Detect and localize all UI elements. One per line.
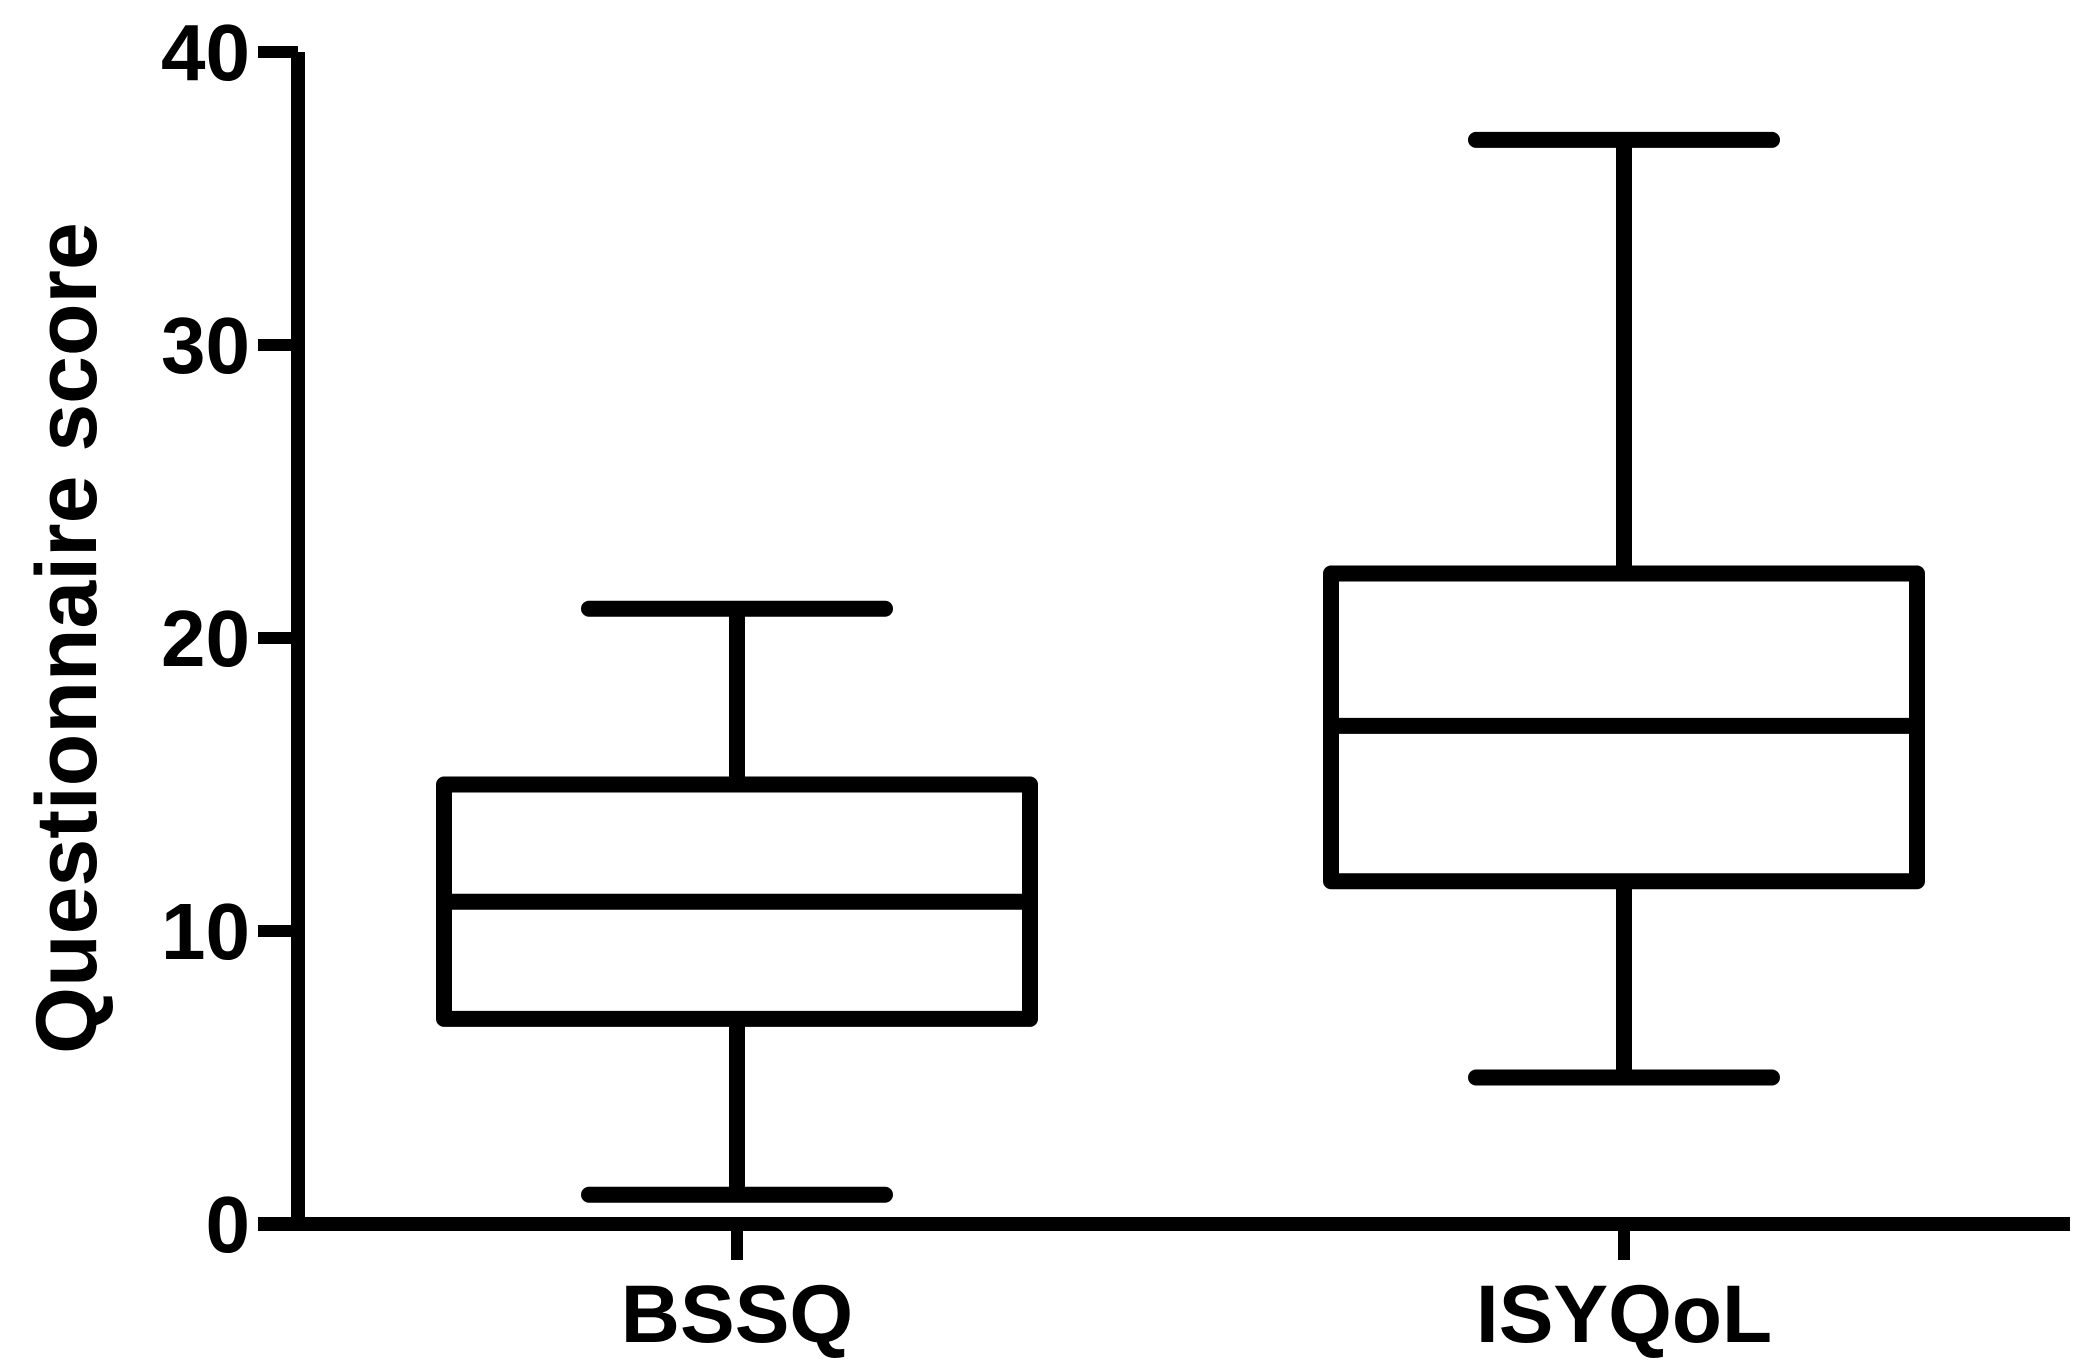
boxes xyxy=(436,131,1925,1203)
y-tick-label: 0 xyxy=(206,1180,251,1269)
x-tick-label-isyqol: ISYQoL xyxy=(1476,1269,1772,1360)
axes xyxy=(258,46,2070,1260)
y-tick-label: 30 xyxy=(161,301,250,390)
x-tick-label-bssq: BSSQ xyxy=(621,1269,853,1360)
y-tick-label: 40 xyxy=(161,8,250,97)
y-tick-label: 20 xyxy=(161,594,250,683)
y-tick-label: 10 xyxy=(161,887,250,976)
y-axis-title: Questionnaire score xyxy=(19,222,115,1054)
